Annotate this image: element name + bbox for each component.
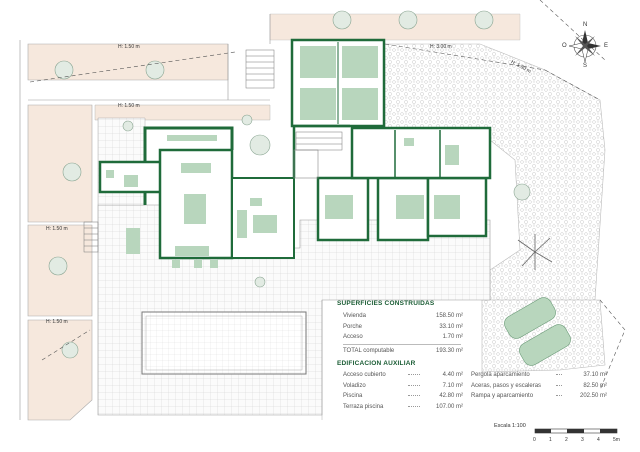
swimming-pool [141,311,307,375]
site-lines [19,14,271,420]
furniture [106,135,460,268]
scale-tick: 0 [533,437,536,443]
scale-tick: 1 [549,437,552,443]
scale-bar [534,428,618,434]
height-label: H: 3.00 m [430,44,452,50]
height-label: H: 1.50 m [46,226,68,232]
surfaces-table: SUPERFICIES CONSTRUIDAS Vivienda 158.50 … [337,300,637,412]
height-label: H: 1.50 m [118,103,140,109]
height-label: H: 1.50 m [46,319,68,325]
surfaces-title: SUPERFICIES CONSTRUIDAS [337,300,435,307]
parking-pergola [290,38,386,128]
compass-north-label: N [583,22,588,28]
stairs [83,49,343,253]
scale-tick: 2 [565,437,568,443]
property-boundary [29,0,626,391]
compass-west-label: O [562,43,567,49]
table-total-row: TOTAL computable 193.30 m² [343,347,463,354]
height-label: H: 1.50 m [118,44,140,50]
table-row: Acceso 1.70 m² [343,334,463,341]
scale-label: Escala 1:100 [494,423,526,429]
parked-cars [504,297,571,366]
scale-tick: 3 [581,437,584,443]
palm-tree [517,234,553,270]
compass-east-label: E [604,43,609,49]
trees [48,10,531,359]
table-row: Vivienda 158.50 m² [343,313,463,320]
compass-south-label: S [583,63,588,69]
auxiliary-title: EDIFICACION AUXILIAR [337,360,416,367]
compass-rose [568,30,601,63]
scale-tick: 5m [613,437,620,443]
scale-tick: 4 [597,437,600,443]
table-row: Porche 33.10 m² [343,323,463,330]
